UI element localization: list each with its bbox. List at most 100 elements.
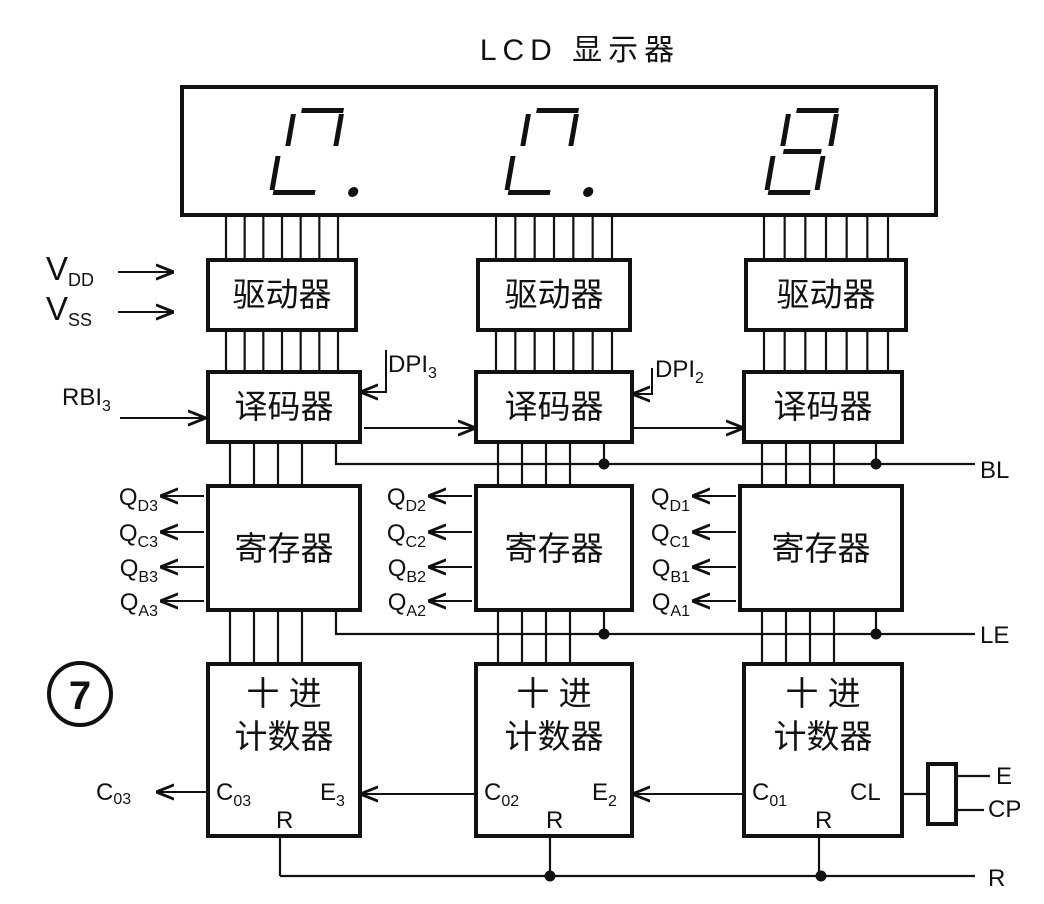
driver-label: 驱动器 <box>233 276 332 313</box>
counter-label-line2: 计数器 <box>505 718 604 755</box>
q-output-label: QA2 <box>388 589 426 620</box>
lcd-segment-g <box>782 149 822 154</box>
register-label: 寄存器 <box>235 530 334 567</box>
lcd-segment-b <box>333 114 344 146</box>
counter-carry-pin: C01 <box>752 779 787 810</box>
rbi3-label: RBI3 <box>62 384 111 415</box>
decoder-block <box>206 370 362 444</box>
driver-block <box>476 258 632 332</box>
decoder-block <box>742 370 904 444</box>
r-label: R <box>988 865 1005 892</box>
q-output-label: QB3 <box>120 555 158 586</box>
le-line <box>334 610 975 636</box>
q-output-label: QD1 <box>651 484 690 515</box>
lcd-segment-d <box>507 190 551 195</box>
q-output-label: QA3 <box>120 589 158 620</box>
decoder-block <box>474 370 634 444</box>
figure-number: 7 <box>69 674 91 718</box>
decade-counter-block <box>742 662 904 838</box>
q-output-label: QB1 <box>652 555 690 586</box>
e-label: E <box>996 763 1012 790</box>
co3-output-label: C03 <box>96 779 131 808</box>
lcd-digit-1 <box>269 108 359 197</box>
lcd-segment-e <box>764 156 776 190</box>
register-block <box>206 484 362 612</box>
lcd-digit-2 <box>504 108 594 197</box>
lcd-segment-b <box>828 114 839 146</box>
decimal-point <box>583 187 594 197</box>
junction-dot <box>815 870 827 882</box>
driver-block <box>206 258 358 332</box>
driver-block <box>744 258 908 332</box>
counter-reset-pin: R <box>815 807 832 834</box>
driver-label: 驱动器 <box>777 276 876 313</box>
register-block <box>474 484 634 612</box>
counter-label-line2: 计数器 <box>774 718 873 755</box>
lcd-display <box>180 85 938 217</box>
decimal-point <box>348 187 359 197</box>
bl-label: BL <box>980 457 1009 484</box>
cp-label: CP <box>988 796 1021 823</box>
dpi2-label: DPI2 <box>655 356 704 387</box>
register-block <box>738 484 904 612</box>
counter-label-line1: 十 进 <box>516 675 591 712</box>
decade-counter-block <box>474 662 634 838</box>
junction-dot <box>598 628 610 640</box>
le-label: LE <box>980 622 1009 649</box>
counter-label-line1: 十 进 <box>246 675 321 712</box>
dpi2-arrow <box>634 368 653 394</box>
lcd-digit-3 <box>764 108 839 195</box>
lcd-digits <box>269 108 839 197</box>
junction-dot <box>870 458 882 470</box>
junction-dot <box>870 628 882 640</box>
counter-label-line1: 十 进 <box>785 675 860 712</box>
lcd-segment-b <box>568 114 579 146</box>
decade-counter-block <box>206 662 362 838</box>
dpi3-label: DPI3 <box>388 351 437 382</box>
control-lines <box>280 428 990 882</box>
q-output-label: QC1 <box>651 520 690 551</box>
decoder-label: 译码器 <box>235 388 334 425</box>
q-output-label: QD2 <box>387 484 426 515</box>
lcd-segment-f <box>780 114 791 146</box>
lcd-segment-a <box>536 108 579 113</box>
counter-reset-pin: R <box>276 807 293 834</box>
register-label: 寄存器 <box>505 530 604 567</box>
lcd-segment-d <box>272 190 316 195</box>
diagram-title: LCD 显示器 <box>480 34 680 67</box>
lcd-segment-c <box>814 156 826 190</box>
q-output-label: QC2 <box>387 520 426 551</box>
q-output-label: QD3 <box>119 484 158 515</box>
lcd-segment-e <box>269 156 281 190</box>
clock-gate-block <box>926 762 958 826</box>
q-output-label: QB2 <box>388 555 426 586</box>
lcd-segment-a <box>301 108 344 113</box>
decoder-label: 译码器 <box>774 388 873 425</box>
counter-enable-pin: E3 <box>320 779 345 810</box>
counter-enable-pin: E2 <box>592 779 617 810</box>
lcd-segment-a <box>796 108 839 113</box>
decoder-label: 译码器 <box>505 388 604 425</box>
lcd-segment-f <box>285 114 296 146</box>
dpi3-arrow <box>362 350 387 392</box>
figure-number-circle <box>47 661 113 727</box>
q-output-label: QC3 <box>119 520 158 551</box>
counter-carry-pin: C02 <box>484 779 519 810</box>
bl-line <box>334 442 975 466</box>
counter-reset-pin: R <box>546 807 563 834</box>
counter-clock-pin: CL <box>850 779 881 806</box>
q-output-label: QA1 <box>652 589 690 620</box>
register-label: 寄存器 <box>772 530 871 567</box>
counter-label-line2: 计数器 <box>235 718 334 755</box>
vdd-label: VDD <box>46 250 94 290</box>
vss-label: VSS <box>46 290 92 330</box>
lcd-segment-d <box>767 190 811 195</box>
junction-dot <box>544 870 556 882</box>
driver-label: 驱动器 <box>505 276 604 313</box>
counter-carry-pin: C03 <box>216 779 251 810</box>
